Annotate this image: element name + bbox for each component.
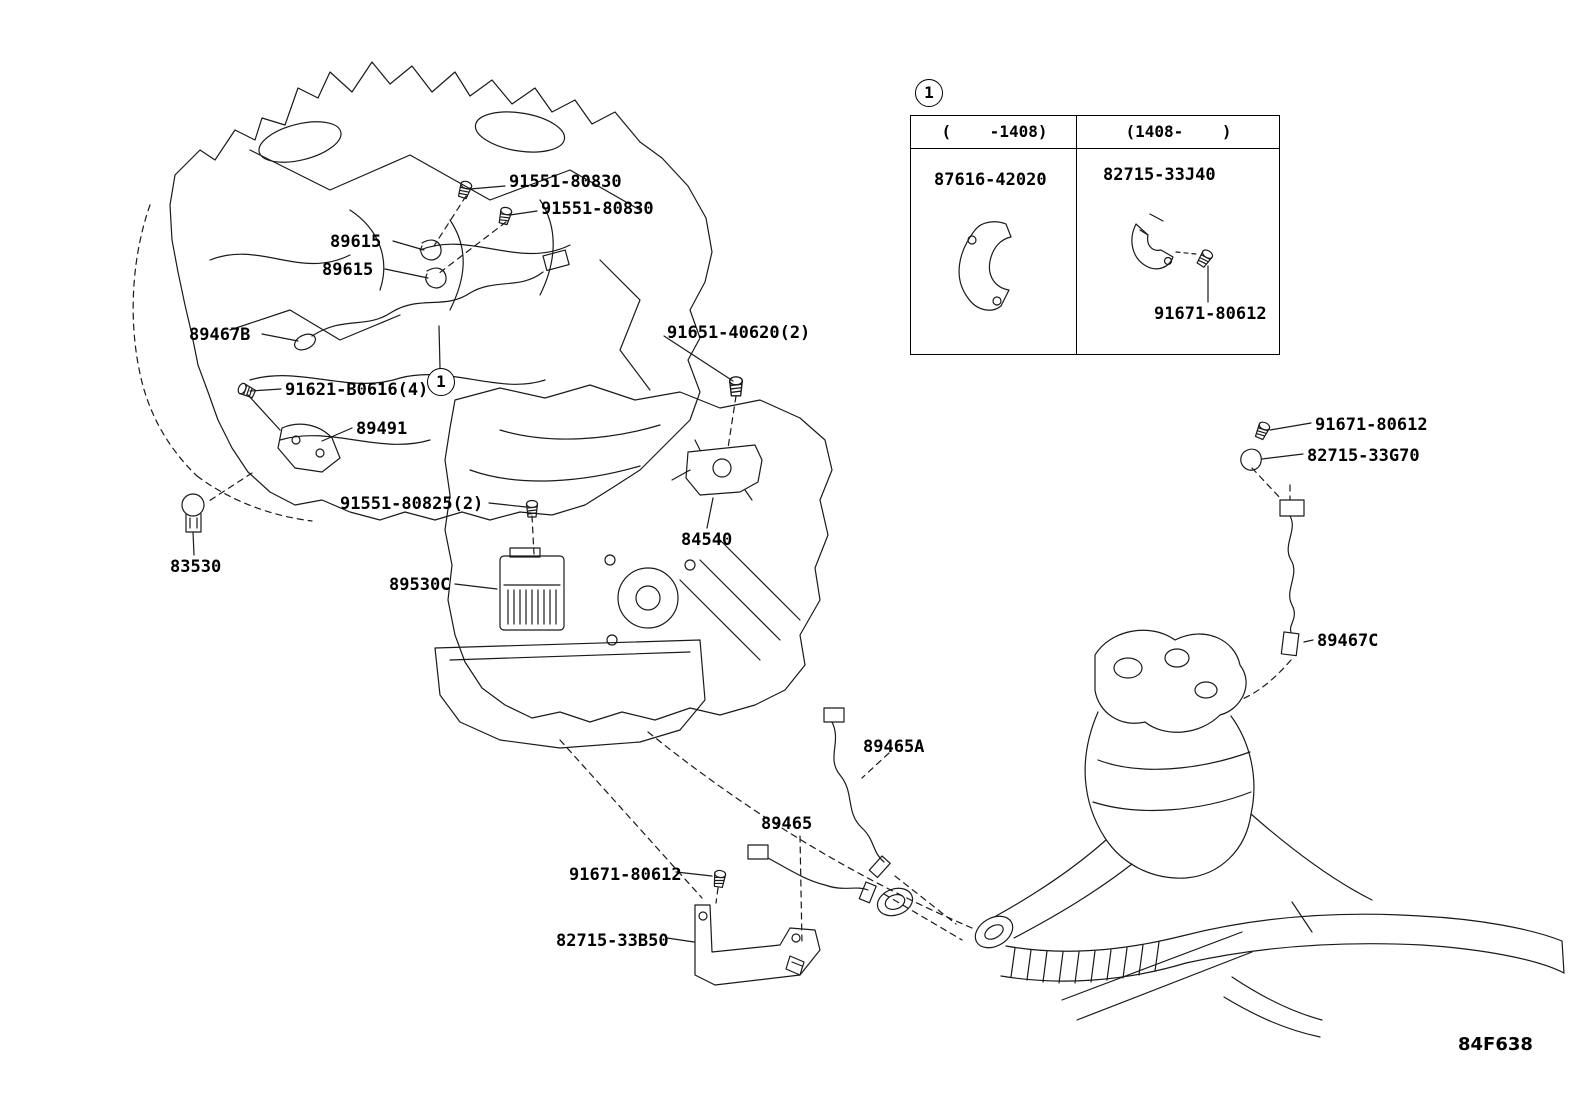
- variant-table-divider: [1076, 116, 1077, 354]
- part-label-89465-13: 89465: [761, 814, 813, 834]
- diagram-code: 84F638: [1458, 1034, 1533, 1055]
- variant-table-header-row: ( -1408) (1408- ): [911, 116, 1279, 149]
- part-label-84540-9: 84540: [681, 530, 733, 550]
- part-label-91551-808252-8: 91551-80825(2): [340, 494, 484, 514]
- exhaust-art: [876, 629, 1565, 1038]
- part-label-89530C-11: 89530C: [389, 575, 451, 595]
- variant-table: ( -1408) (1408- ): [910, 115, 1280, 355]
- part-label-87616-42020-19: 87616-42020: [934, 170, 1047, 190]
- callout-1-table: 1: [915, 79, 943, 107]
- sensor-cables-art: [294, 249, 1305, 904]
- part-label-82715-33B50-15: 82715-33B50: [556, 931, 669, 951]
- part-label-89491-7: 89491: [356, 419, 408, 439]
- part-label-89465A-12: 89465A: [863, 737, 925, 757]
- part-label-91671-80612-21: 91671-80612: [1154, 304, 1267, 324]
- dashed-locator-lines: [205, 195, 1292, 945]
- part-label-91551-80830-0: 91551-80830: [509, 172, 622, 192]
- callout-1-engine: 1: [427, 368, 455, 396]
- part-label-83530-10: 83530: [170, 557, 222, 577]
- part-label-89615-3: 89615: [322, 260, 374, 280]
- part-label-91621-B06164-6: 91621-B0616(4): [285, 380, 429, 400]
- variant-table-art: [958, 213, 1215, 311]
- part-label-89615-2: 89615: [330, 232, 382, 252]
- transmission-art: [434, 384, 833, 749]
- variant-col-early: ( -1408): [941, 122, 1048, 141]
- part-label-82715-33J40-20: 82715-33J40: [1103, 165, 1216, 185]
- part-label-91651-406202-5: 91651-40620(2): [667, 323, 811, 343]
- part-label-91671-80612-16: 91671-80612: [1315, 415, 1428, 435]
- part-label-91671-80612-14: 91671-80612: [569, 865, 682, 885]
- part-label-89467B-4: 89467B: [189, 325, 251, 345]
- engine-assembly-art: [132, 61, 713, 522]
- leader-lines: [192, 185, 1314, 943]
- variant-col-late: (1408- ): [1125, 122, 1232, 141]
- part-label-91551-80830-1: 91551-80830: [541, 199, 654, 219]
- small-parts-art: [181, 179, 1272, 986]
- part-label-89467C-18: 89467C: [1317, 631, 1379, 651]
- part-label-82715-33G70-17: 82715-33G70: [1307, 446, 1420, 466]
